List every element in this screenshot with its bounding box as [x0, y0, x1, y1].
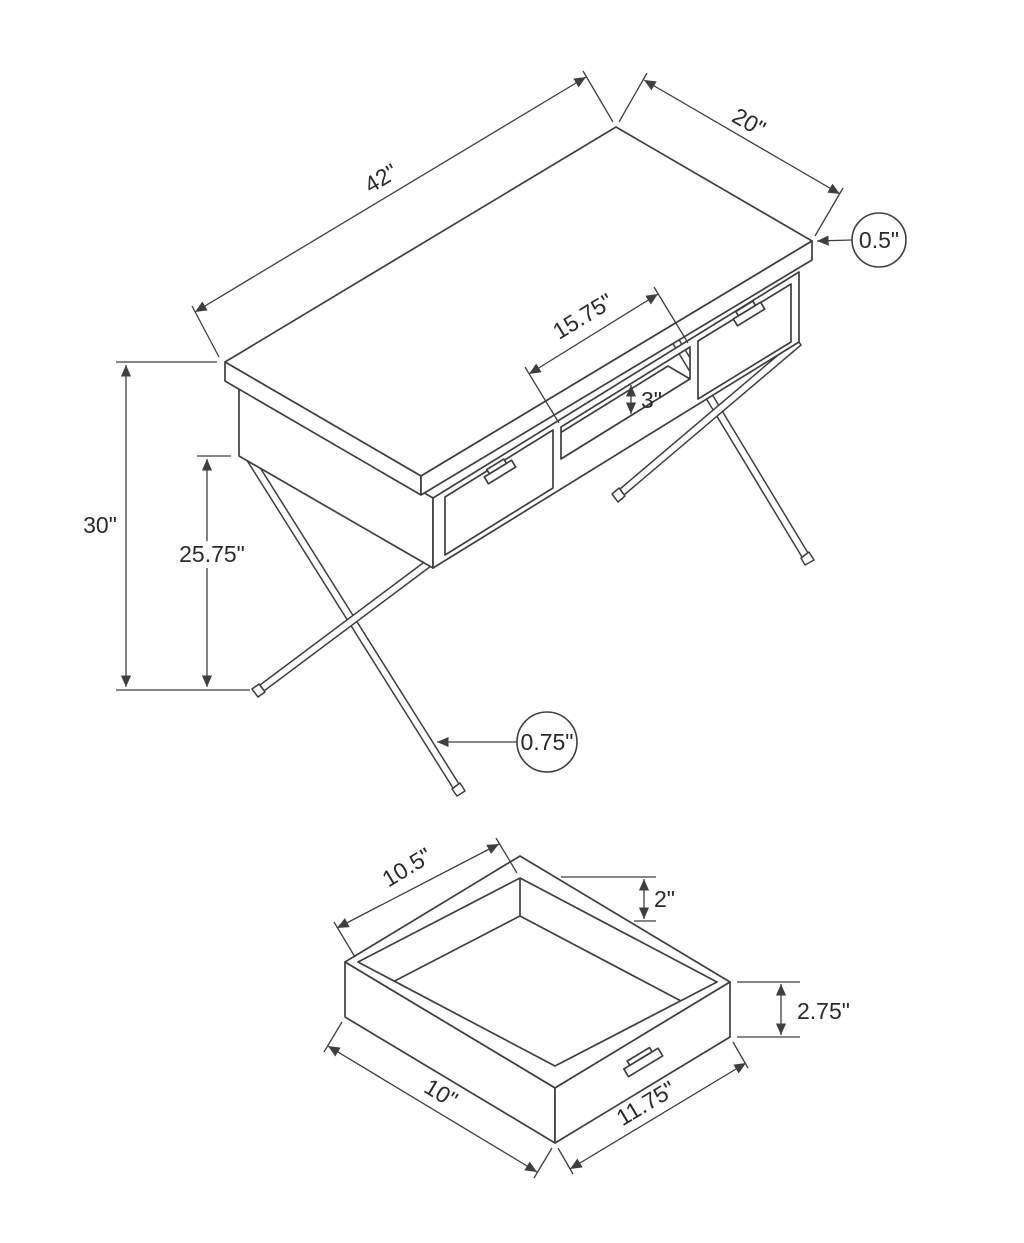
desk-drawer-left-front — [444, 429, 554, 556]
desk-left-x-leg — [242, 449, 466, 797]
leg-foot — [611, 487, 626, 503]
leg-foot — [800, 551, 815, 566]
top-thickness-callout — [851, 212, 907, 268]
underside-height-label: 25.75" — [179, 541, 245, 567]
drawer-detail-view: 10.5" 2" 2.75" 10" 11.75" — [323, 837, 850, 1179]
drawer-inner-width-label: 10.5" — [377, 842, 436, 892]
leg-thickness-label: 0.75" — [521, 729, 574, 755]
drawer-handle-icon — [483, 458, 517, 485]
leg-thickness-callout — [516, 711, 578, 773]
desk-view: 42" 20" 0.5" 15.75" 3" 30" — [83, 70, 907, 797]
drawer-outer-height-label: 2.75" — [797, 998, 850, 1024]
drawer-handle-icon — [732, 300, 766, 327]
drawer-wall-height-label: 2" — [654, 886, 675, 912]
desk-depth-label: 20" — [728, 102, 770, 141]
leg-foot — [451, 782, 466, 797]
overall-height-label: 30" — [83, 512, 117, 538]
top-thickness-label: 0.5" — [859, 227, 899, 253]
opening-height-label: 3" — [641, 387, 662, 413]
leg-foot — [251, 683, 266, 698]
